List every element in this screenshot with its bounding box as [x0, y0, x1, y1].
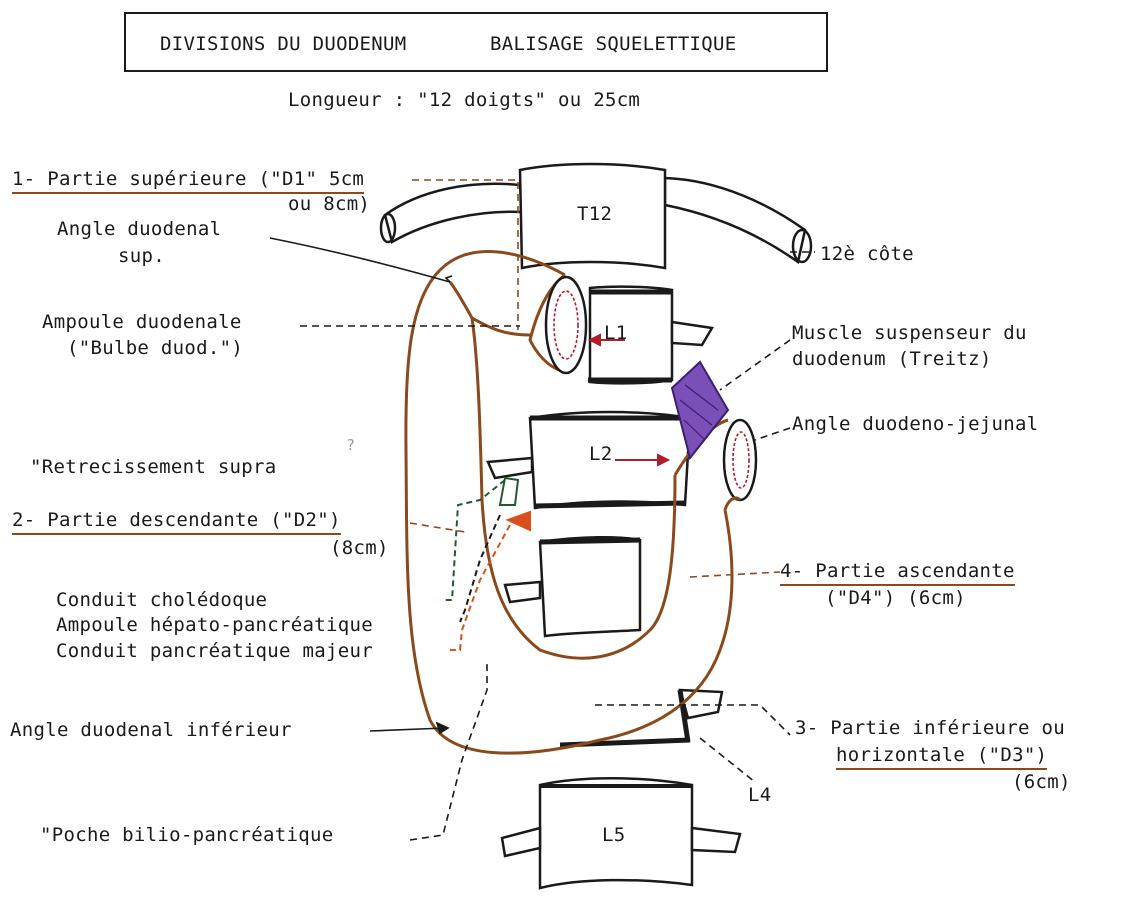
- label-d4-line1: 4- Partie ascendante: [780, 560, 1015, 586]
- label-angle-inf: Angle duodenal inférieur: [10, 719, 292, 741]
- label-l1: L1: [604, 322, 627, 344]
- label-ampoule-line1: Ampoule duodenale: [42, 311, 242, 333]
- label-angle-sup-line1: Angle duodenal: [57, 218, 221, 240]
- label-d4-line2: ("D4") (6cm): [825, 587, 966, 609]
- label-d1-line1: 1- Partie supérieure ("D1" 5cm: [12, 168, 364, 194]
- label-treitz-line1: Muscle suspenseur du: [792, 322, 1027, 344]
- label-d3-line1: 3- Partie inférieure ou: [795, 717, 1065, 739]
- l2-process-left: [488, 458, 532, 478]
- label-treitz-line2: duodenum (Treitz): [792, 348, 992, 370]
- l5-process-left: [502, 828, 540, 856]
- l3-process-left: [505, 582, 540, 602]
- title-right: BALISAGE SQUELETTIQUE: [490, 33, 737, 55]
- label-d2-line1: 2- Partie descendante ("D2"): [12, 509, 341, 535]
- label-d2-line2: (8cm): [330, 537, 389, 559]
- label-pancreatique: Conduit pancréatique majeur: [56, 640, 373, 662]
- ducts: [445, 478, 530, 650]
- label-angle-sup-line2: sup.: [118, 245, 165, 267]
- question-mark: ?: [346, 434, 355, 456]
- label-ampoule-hp: Ampoule hépato-pancréatique: [56, 614, 373, 636]
- subtitle: Longueur : "12 doigts" ou 25cm: [288, 89, 640, 111]
- label-t12: T12: [577, 203, 612, 225]
- left-rib: [385, 184, 522, 242]
- label-rib: 12è côte: [820, 243, 914, 265]
- label-l4: L4: [748, 784, 771, 806]
- leader-lines: [270, 180, 815, 840]
- l5-process-right: [692, 828, 740, 852]
- title-left: DIVISIONS DU DUODENUM: [160, 33, 407, 55]
- label-retrecissement: "Retrecissement supra: [30, 456, 277, 478]
- label-angle-dj: Angle duodeno-jejunal: [792, 413, 1039, 435]
- label-ampoule-line2: ("Bulbe duod."): [67, 337, 243, 359]
- label-poche: "Poche bilio-pancréatique: [40, 824, 333, 846]
- l4-process: [680, 690, 722, 718]
- l1-process: [672, 322, 712, 345]
- bulb: [546, 277, 586, 373]
- label-d3-line2: horizontale ("D3"): [836, 744, 1047, 770]
- label-l2: L2: [589, 443, 612, 465]
- right-rib: [665, 178, 805, 262]
- pancreatic-duct: [508, 512, 530, 530]
- label-choledoque: Conduit cholédoque: [56, 589, 267, 611]
- label-d1-line2: ou 8cm): [288, 193, 370, 215]
- vertebra-l3: [540, 537, 640, 636]
- vertebra-l1: [590, 287, 672, 384]
- label-d3-line3: (6cm): [1012, 771, 1071, 793]
- label-l5: L5: [602, 824, 625, 846]
